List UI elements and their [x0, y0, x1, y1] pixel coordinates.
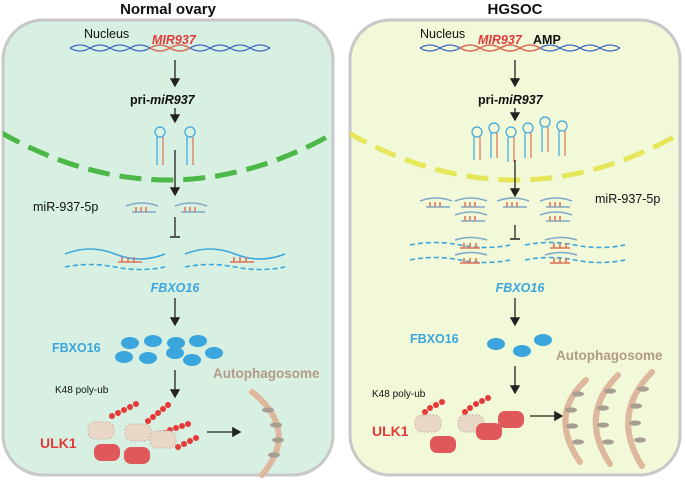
ub-chains-right — [422, 395, 491, 415]
ulk1-label-left: ULK1 — [40, 435, 77, 451]
ulk1-active-right — [430, 411, 524, 453]
ub-label-left: K48 poly-ub — [55, 385, 109, 396]
mirna-label-right: miR-937-5p — [595, 192, 660, 206]
fbxo16-protein-label-right: FBXO16 — [410, 332, 459, 346]
mirna-label-left: miR-937-5p — [33, 200, 98, 214]
fbxo16-proteins-left — [115, 335, 223, 366]
gene-label-right: MIR937 — [478, 33, 523, 47]
panel-left: Normal ovary Nucleus MIR937 pri-miR937 m… — [1, 1, 335, 478]
nucleus-label-right: Nucleus — [420, 27, 465, 41]
ulk1-ubiquitinated-left — [87, 421, 177, 449]
mrna-left — [64, 248, 286, 271]
panel-right: HGSOC Nucleus MIR937 AMP pri-miR937 miR-… — [348, 1, 682, 477]
pri-hairpins-right — [471, 116, 568, 162]
panel-title-left: Normal ovary — [120, 1, 217, 18]
fbxo16-mrna-left: FBXO16 — [151, 281, 201, 295]
nucleus-label-left: Nucleus — [84, 27, 129, 41]
autophagosome-label-left: Autophagosome — [213, 366, 320, 381]
autophagosome-label-right: Autophagosome — [556, 348, 663, 363]
pri-label-right: pri-miR937 — [478, 93, 544, 107]
gene-label-left: MIR937 — [152, 33, 197, 47]
dna-left — [69, 44, 271, 52]
ub-label-right: K48 poly-ub — [372, 389, 426, 400]
amp-label-right: AMP — [533, 33, 561, 47]
pri-hairpins-left — [154, 126, 196, 165]
fbxo16-protein-label-left: FBXO16 — [52, 341, 101, 355]
cell-right — [348, 18, 682, 477]
autophagosomes-right — [562, 369, 655, 469]
ulk1-label-right: ULK1 — [372, 423, 409, 439]
pri-label-left: pri-miR937 — [130, 93, 196, 107]
mrna-right — [409, 236, 626, 264]
nuclear-membrane-left — [3, 129, 333, 183]
fbxo16-mrna-right: FBXO16 — [496, 281, 546, 295]
fbxo16-proteins-right — [487, 334, 552, 357]
autophagosome-cargo-right — [565, 386, 649, 445]
dna-right — [419, 44, 621, 52]
panel-title-right: HGSOC — [487, 1, 542, 18]
cell-left — [1, 18, 335, 477]
autophagosome-left — [249, 389, 284, 478]
mirna-duplex-left — [125, 202, 208, 213]
mirna-duplex-right — [419, 197, 573, 222]
ulk1-active-left — [94, 444, 150, 464]
